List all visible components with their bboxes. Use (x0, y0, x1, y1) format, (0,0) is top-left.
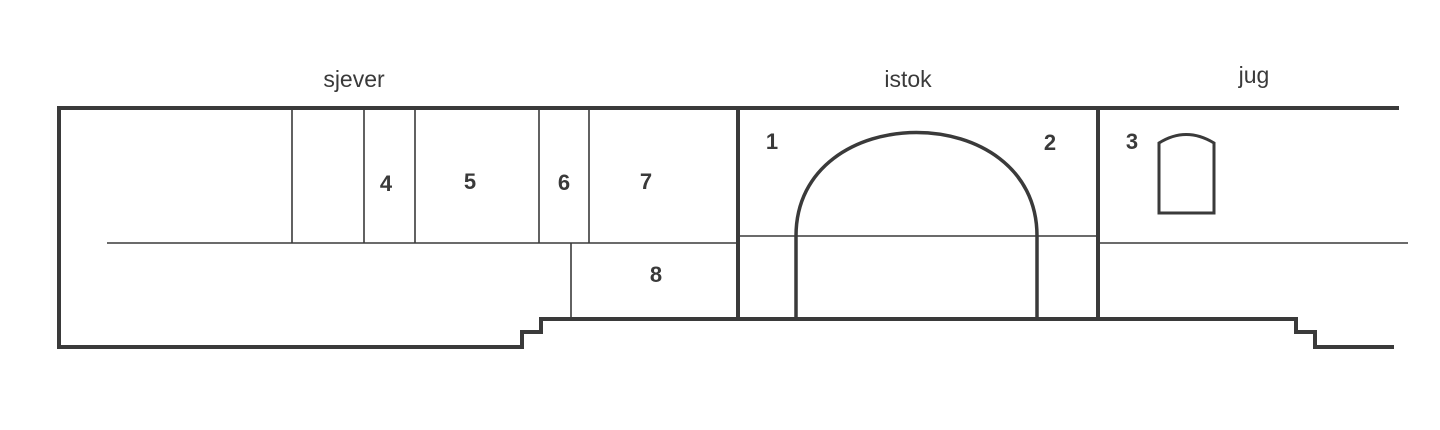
gateway-arch (794, 130, 1039, 319)
section-number-6: 6 (558, 170, 570, 195)
section-number-8: 8 (650, 262, 662, 287)
window-opening (1157, 133, 1216, 215)
label-east: istok (884, 66, 932, 92)
section-number-7: 7 (640, 169, 652, 194)
section-number-3: 3 (1126, 129, 1138, 154)
section-number-5: 5 (464, 169, 476, 194)
section-number-1: 1 (766, 129, 778, 154)
section-number-4: 4 (380, 171, 393, 196)
label-north: sjever (323, 66, 385, 92)
ground-line (57, 317, 1394, 349)
section-number-2: 2 (1044, 130, 1056, 155)
label-south: jug (1238, 62, 1270, 88)
